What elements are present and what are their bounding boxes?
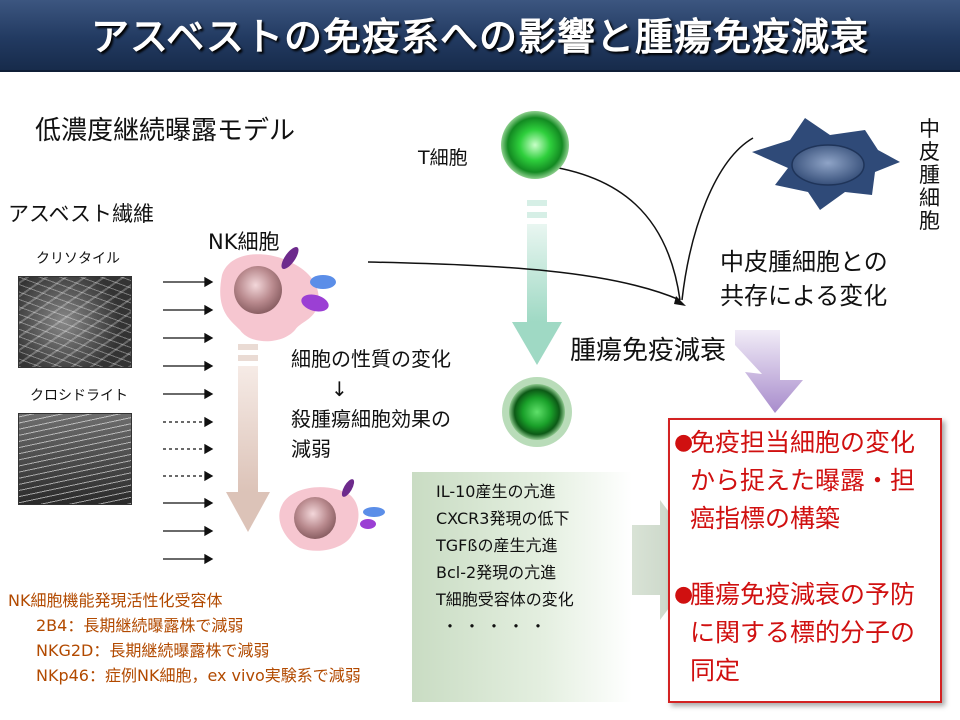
nk-cell: [220, 246, 336, 342]
outcomes-box: [668, 418, 942, 703]
cell-change-arrow: ↓: [331, 377, 348, 401]
coexist-line-1: 中皮腫細胞との: [720, 248, 888, 276]
cell-change-text: 細胞の性質の変化 ↓ 殺腫瘍細胞効果の 減弱: [291, 344, 451, 464]
chrysotile-image: [18, 276, 132, 368]
factor-item: CXCR3発現の低下: [436, 509, 570, 528]
chrysotile-label: クリソタイル: [36, 251, 120, 267]
factor-item: T細胞受容体の変化: [436, 590, 574, 609]
factor-item: Bcl-2発現の亢進: [436, 563, 557, 582]
mesothelioma-cell: [752, 118, 900, 210]
coexist-line-2: 共存による変化: [720, 282, 888, 310]
cell-change-line-3: 減弱: [291, 437, 331, 461]
tcell-change-arrow: [512, 200, 562, 365]
cell-change-line-2: 殺腫瘍細胞効果の: [291, 407, 451, 431]
crocidolite-image: [18, 413, 132, 505]
tumor-immunity-decline-label: 腫瘍免疫減衰: [570, 336, 727, 366]
nk-change-arrow: [226, 344, 270, 532]
factors-list: IL-10産生の亢進 CXCR3発現の低下 TGFßの産生亢進 Bcl-2発現の…: [436, 478, 574, 640]
outcome-item-1: ● 免疫担当細胞の変化から捉えた曝露・担癌指標の構築: [674, 424, 930, 538]
factors-to-outcomes-arrow: [630, 500, 705, 620]
receptor-item: 2B4：長期継続曝露株で減弱: [36, 616, 244, 635]
converging-curves: [367, 137, 754, 306]
receptor-heading: NK細胞機能発現活性化受容体: [8, 591, 223, 610]
decline-arrow: [735, 330, 803, 413]
t-cell-top: [501, 111, 569, 179]
cell-change-line-1: 細胞の性質の変化: [291, 347, 451, 371]
nk-receptor-notes: NK細胞機能発現活性化受容体 2B4：長期継続曝露株で減弱 NKG2D：長期継続…: [8, 588, 361, 688]
bullet-icon: ●: [674, 430, 694, 455]
slide-title: アスベストの免疫系への影響と腫瘍免疫減衰: [90, 15, 870, 59]
crocidolite-label: クロシドライト: [30, 388, 128, 404]
factor-item: ・・・・・: [442, 617, 553, 636]
bullet-icon: ●: [674, 582, 694, 607]
nk-cell-label: NK細胞: [208, 230, 280, 254]
mesothelioma-label: 中皮腫細胞: [919, 117, 940, 233]
receptor-item: NKp46：症例NK細胞，ex vivo実験系で減弱: [36, 666, 361, 685]
t-cell-changed: [502, 377, 572, 447]
title-bar: [0, 0, 960, 72]
asbestos-fiber-label: アスベスト繊維: [8, 202, 154, 226]
exposure-arrows: [163, 276, 214, 565]
t-cell-label: T細胞: [418, 147, 468, 169]
model-label: 低濃度継続曝露モデル: [35, 116, 296, 146]
factor-item: IL-10産生の亢進: [436, 482, 556, 501]
factor-item: TGFßの産生亢進: [436, 536, 558, 555]
coexistence-change-text: 中皮腫細胞との 共存による変化: [720, 245, 888, 313]
factors-panel: [412, 472, 632, 702]
receptor-item: NKG2D：長期継続曝露株で減弱: [36, 641, 270, 660]
outcome-item-2: ● 腫瘍免疫減衰の予防に関する標的分子の同定: [674, 576, 930, 690]
nk-cell-changed: [279, 479, 385, 551]
